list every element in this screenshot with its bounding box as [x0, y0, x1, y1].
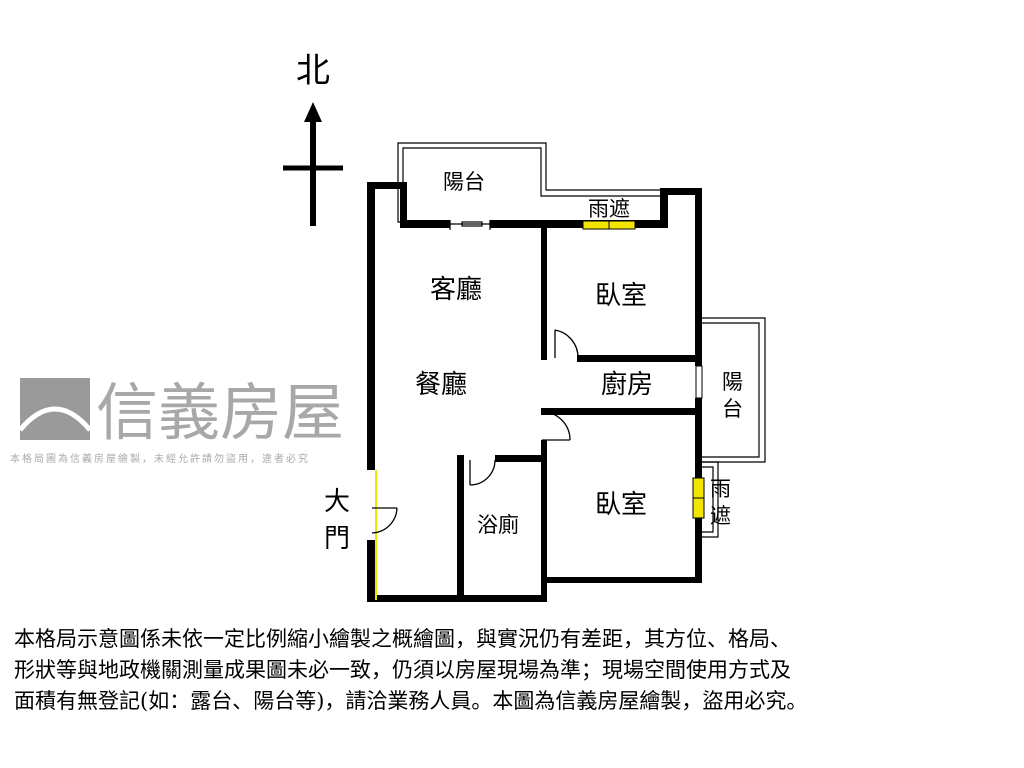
label-entrance-1: 大: [324, 487, 350, 517]
label-rain-cover-top: 雨遮: [588, 197, 630, 221]
label-bedroom-2: 臥室: [595, 490, 647, 520]
disclaimer-line: 本格局示意圖係未依一定比例縮小繪製之概繪圖，與實況仍有差距，其方位、格局、: [14, 627, 791, 651]
door-swings: [371, 329, 579, 534]
walls: [367, 182, 702, 602]
label-balcony-right-2: 台: [722, 397, 743, 421]
label-balcony-top: 陽台: [443, 170, 485, 194]
window-top: [582, 220, 636, 230]
label-bathroom: 浴廁: [477, 513, 519, 537]
sliding-door: [449, 220, 491, 230]
disclaimer-line: 形狀等與地政機關測量成果圖未必一致，仍須以房屋現場為準；現場空間使用方式及: [14, 658, 791, 682]
disclaimer: 本格局示意圖係未依一定比例縮小繪製之概繪圖，與實況仍有差距，其方位、格局、 形狀…: [14, 624, 1014, 717]
label-bedroom-1: 臥室: [595, 281, 647, 311]
watermark: 信義房屋 本格局圖為信義房屋繪製，未經允許請勿盜用，違者必究: [10, 376, 344, 465]
watermark-brand: 信義房屋: [96, 376, 344, 449]
watermark-notice: 本格局圖為信義房屋繪製，未經允許請勿盜用，違者必究: [10, 452, 310, 465]
north-arrow-icon: [283, 102, 343, 226]
label-balcony-right-1: 陽: [722, 370, 743, 394]
label-dining-room: 餐廳: [415, 370, 467, 400]
north-label: 北: [296, 51, 330, 91]
balcony-outlines: [397, 142, 766, 538]
label-kitchen: 廚房: [601, 370, 653, 400]
label-rain-cover-right-1: 雨: [710, 477, 731, 501]
label-living-room: 客廳: [430, 275, 482, 305]
kitchen-balcony-door: [695, 365, 703, 399]
label-rain-cover-right-2: 遮: [710, 504, 731, 528]
label-entrance-2: 門: [324, 524, 350, 554]
window-right: [692, 477, 705, 519]
disclaimer-line: 面積有無登記(如：露台、陽台等)，請洽業務人員。本圖為信義房屋繪製，盜用必究。: [14, 689, 808, 713]
